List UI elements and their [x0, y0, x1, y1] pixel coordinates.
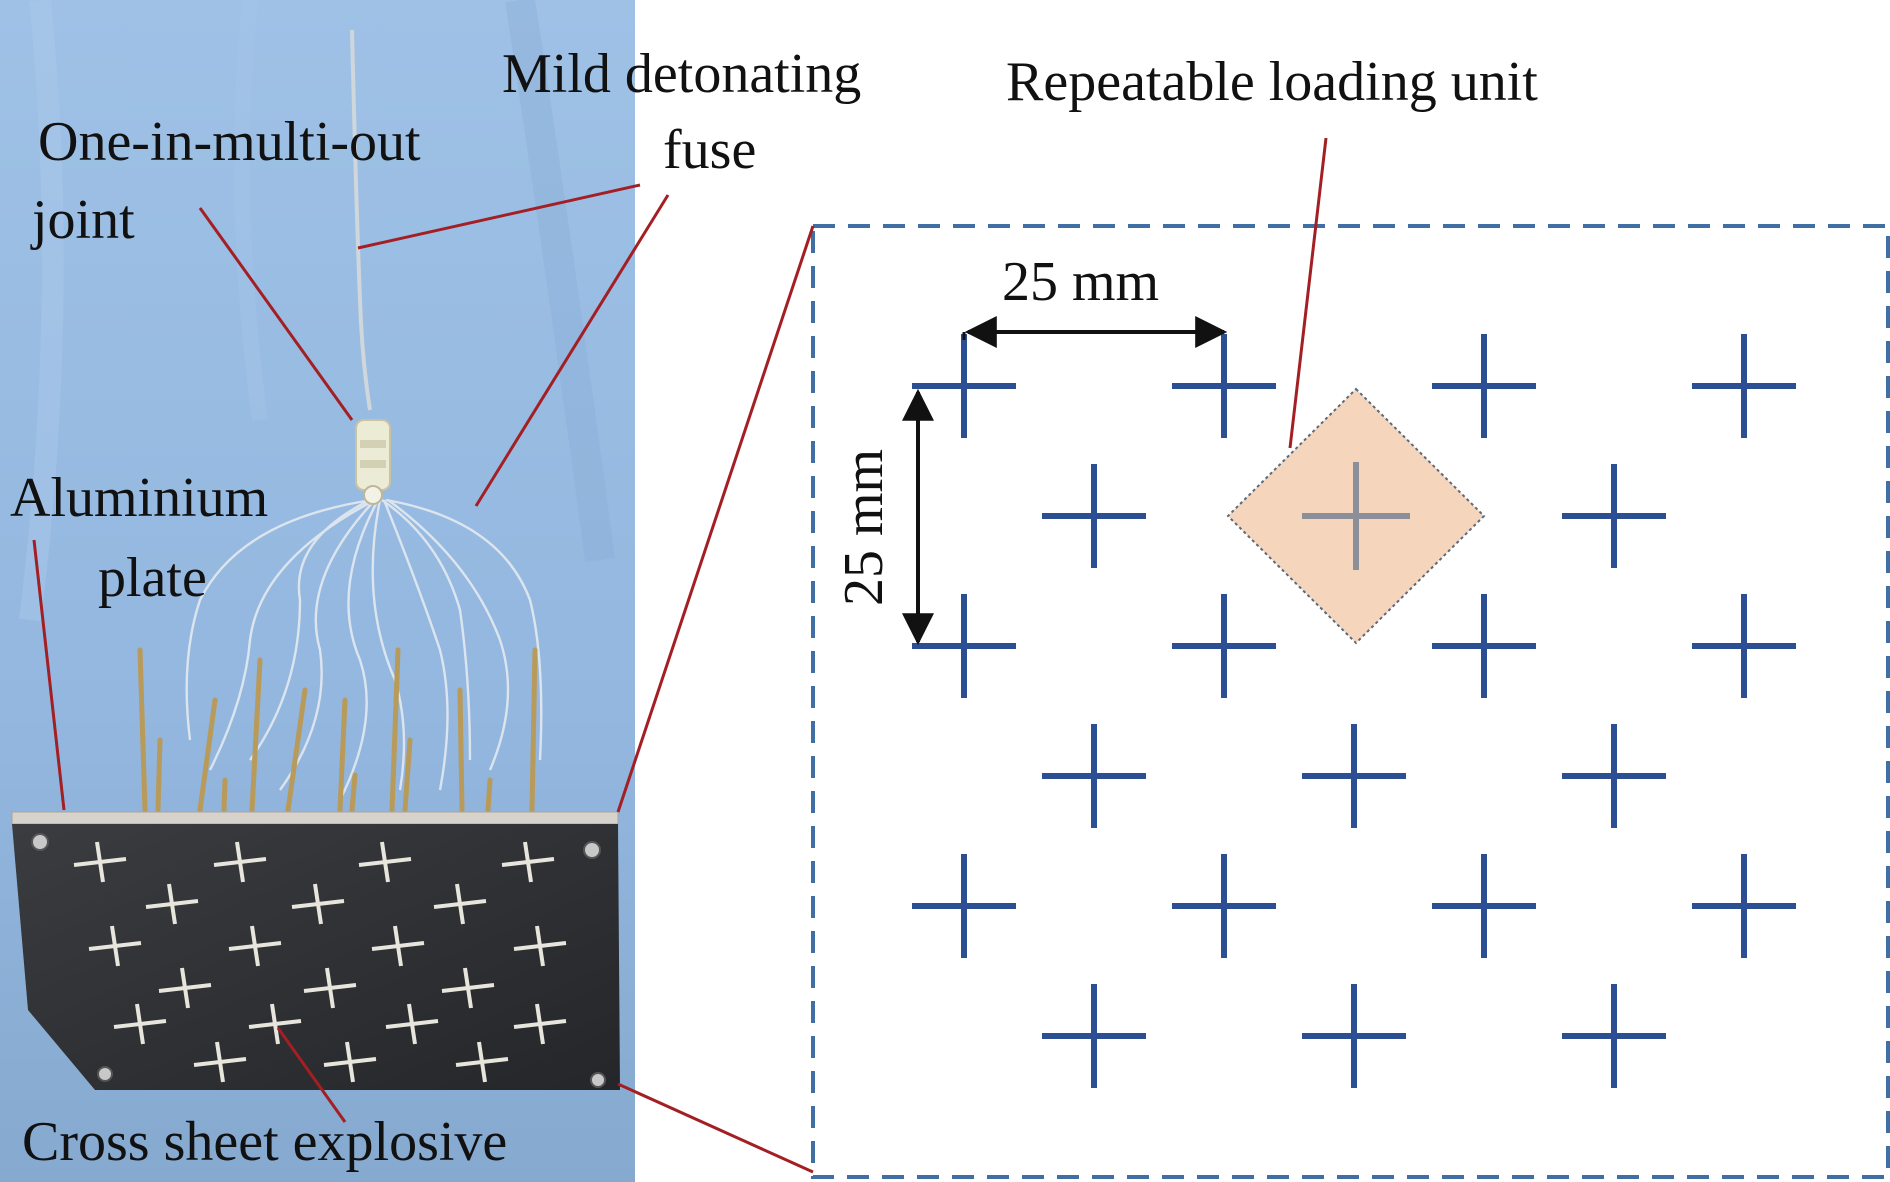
- main-fuse: [350, 29, 372, 411]
- bolt-hole: [583, 841, 601, 859]
- photo-explosive-cross: [323, 1041, 377, 1083]
- diagram-panel: 25 mm 25 mm Repeatable loading unit: [811, 51, 1890, 1179]
- charge-cross: [1432, 854, 1536, 958]
- branch-fuses: [185, 498, 543, 801]
- photo-crosses: [73, 841, 567, 1083]
- bolt-hole: [97, 1066, 113, 1082]
- photo-explosive-cross: [433, 883, 487, 925]
- label-mild-detonating-fuse: Mild detonating: [502, 43, 861, 105]
- charge-cross: [1562, 464, 1666, 568]
- cloth-fold: [505, 0, 615, 562]
- charge-cross: [1042, 464, 1146, 568]
- label-vertical-spacing: 25 mm: [833, 449, 895, 606]
- leader-line-main-fuse: [357, 183, 641, 250]
- charge-cross: [1432, 334, 1536, 438]
- charge-cross: [912, 854, 1016, 958]
- charge-cross: [1692, 854, 1796, 958]
- cloth-fold: [234, 0, 268, 422]
- label-horizontal-spacing: 25 mm: [1002, 251, 1159, 313]
- joint: [355, 419, 391, 505]
- charge-cross: [1172, 594, 1276, 698]
- charge-cross: [1562, 984, 1666, 1088]
- photo-explosive-cross: [158, 967, 212, 1009]
- photo-explosive-cross: [248, 1003, 302, 1045]
- label-cross-sheet-explosive: Cross sheet explosive: [22, 1111, 507, 1173]
- photo-panel: [0, 0, 635, 1182]
- leader-lines-photo: [32, 183, 670, 1123]
- charge-cross: [1172, 334, 1276, 438]
- photo-explosive-cross: [113, 1003, 167, 1045]
- photo-explosive-cross: [291, 883, 345, 925]
- zoom-line-bottom: [617, 1082, 814, 1174]
- photo-explosive-cross: [303, 967, 357, 1009]
- leader-line-loading-unit: [1288, 137, 1328, 449]
- charge-cross: [1562, 724, 1666, 828]
- label-aluminium-plate: Aluminium: [10, 467, 268, 529]
- photo-explosive-cross: [145, 883, 199, 925]
- leader-lines-diagram: [616, 137, 1328, 1174]
- charge-cross: [1172, 854, 1276, 958]
- label-mild-detonating-fuse-line2: fuse: [663, 119, 756, 181]
- explosive-sheet: [12, 824, 620, 1090]
- bolt-hole: [31, 833, 49, 851]
- charge-cross: [1692, 334, 1796, 438]
- zoom-line-top: [616, 225, 815, 813]
- photo-explosive-cross: [441, 967, 495, 1009]
- charge-cross: [1692, 594, 1796, 698]
- charge-cross: [1042, 984, 1146, 1088]
- label-one-in-multi-out-line2: joint: [30, 189, 135, 251]
- label-repeatable-loading-unit: Repeatable loading unit: [1006, 51, 1538, 113]
- charge-cross: [912, 594, 1016, 698]
- charge-cross: [1042, 724, 1146, 828]
- leader-line-plate: [32, 539, 66, 811]
- cloth-fold: [19, 0, 64, 622]
- detonator-tubes: [137, 647, 538, 813]
- charge-cross: [1302, 984, 1406, 1088]
- photo-explosive-cross: [385, 1003, 439, 1045]
- diagram-crosses: [912, 334, 1796, 1088]
- photo-explosive-cross: [371, 925, 425, 967]
- leader-line-branch-fuse: [474, 194, 670, 507]
- charge-cross: [912, 334, 1016, 438]
- photo-explosive-cross: [73, 841, 127, 883]
- charge-cross: [1432, 594, 1536, 698]
- leader-line-joint: [198, 207, 354, 421]
- charge-cross: [1302, 724, 1406, 828]
- photo-explosive-cross: [193, 1041, 247, 1083]
- leader-line-explosive: [276, 1027, 347, 1123]
- bolt-hole: [590, 1072, 606, 1088]
- photo-explosive-cross: [228, 925, 282, 967]
- photo-explosive-cross: [358, 841, 412, 883]
- label-one-in-multi-out: One-in-multi-out: [38, 111, 421, 173]
- photo-explosive-cross: [88, 925, 142, 967]
- aluminium-plate-edge: [11, 811, 619, 825]
- diagram-dashed-border: [811, 224, 1890, 1179]
- photo-explosive-cross: [513, 1003, 567, 1045]
- photo-explosive-cross: [513, 925, 567, 967]
- photo-explosive-cross: [455, 1041, 509, 1083]
- photo-explosive-cross: [501, 841, 555, 883]
- label-aluminium-plate-line2: plate: [98, 547, 207, 609]
- photo-explosive-cross: [213, 841, 267, 883]
